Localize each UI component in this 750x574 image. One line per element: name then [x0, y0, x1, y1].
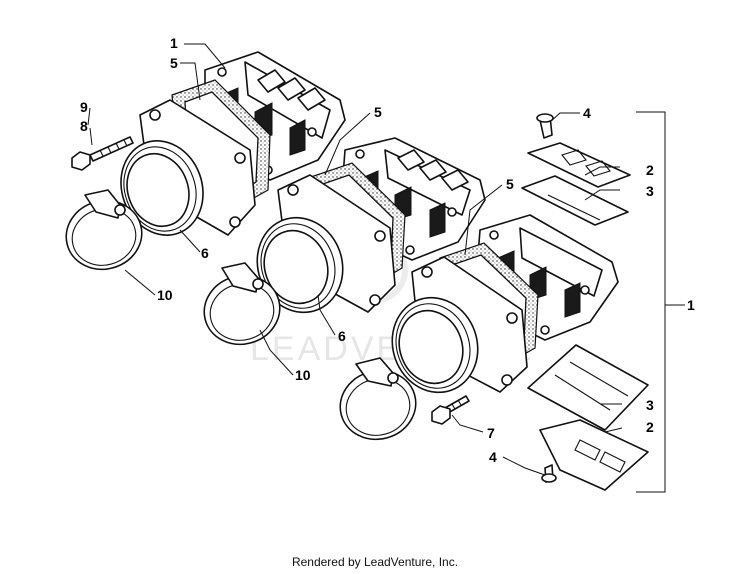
callout-10-mid: 10	[295, 367, 311, 383]
callout-5-mid: 5	[374, 104, 382, 120]
intake-boot-right	[391, 256, 528, 394]
callout-1-right: 1	[687, 297, 695, 313]
callout-5-right: 5	[506, 176, 514, 192]
callout-3-bottom: 3	[646, 397, 654, 413]
callout-7: 7	[487, 425, 495, 441]
reed-petal-bottom	[527, 344, 649, 491]
callout-10-left: 10	[157, 287, 173, 303]
callout-1-top: 1	[170, 35, 178, 51]
callout-6-mid: 6	[338, 328, 346, 344]
bolt-washer-left	[71, 136, 134, 171]
callout-4-top: 4	[583, 105, 591, 121]
hose-clamp-middle	[203, 262, 281, 346]
callout-4-bottom: 4	[489, 449, 497, 465]
reed-petal-top	[521, 113, 631, 226]
callout-2-bottom: 2	[646, 419, 654, 435]
hose-clamp-left	[65, 189, 143, 271]
callout-6-left: 6	[201, 245, 209, 261]
intake-boot-middle	[256, 174, 396, 314]
assembly-bracket	[636, 111, 666, 493]
leader-lines	[87, 43, 623, 476]
footer-credit: Rendered by LeadVenture, Inc.	[291, 555, 459, 569]
callout-5-left: 5	[170, 55, 178, 71]
bolt-7	[431, 395, 470, 425]
callout-8: 8	[80, 118, 88, 134]
intake-boot-left	[120, 99, 256, 236]
callout-3-top: 3	[646, 183, 654, 199]
callout-2-top: 2	[646, 162, 654, 178]
hose-clamp-right	[339, 357, 417, 441]
callout-9: 9	[80, 99, 88, 115]
